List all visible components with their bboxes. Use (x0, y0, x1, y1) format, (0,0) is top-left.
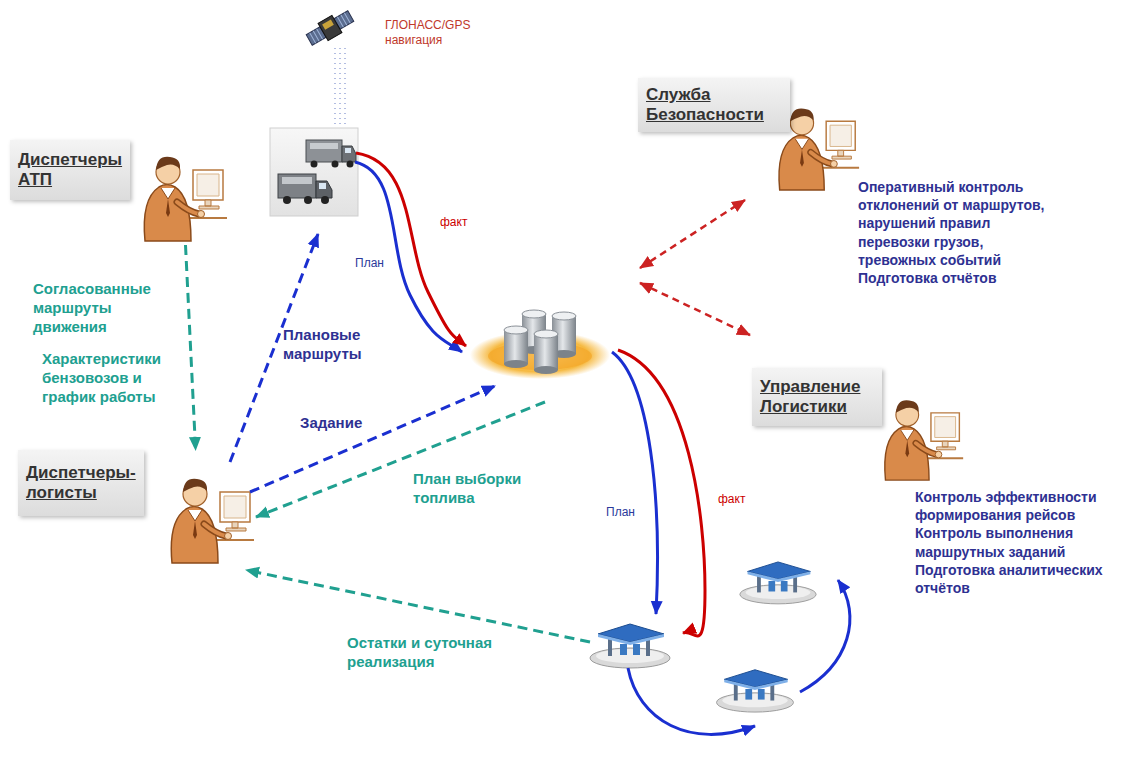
flow-arrow (628, 668, 755, 734)
satellite-icon (304, 7, 356, 48)
role-heading: Управление Логистики (752, 368, 882, 426)
flow-arrow (356, 153, 466, 346)
person-icon (885, 400, 963, 480)
database-icon (470, 331, 610, 379)
gas-station-icon (717, 670, 794, 712)
flow-arrow (230, 153, 850, 734)
flow-arrow (246, 570, 590, 642)
person-icon (779, 108, 859, 190)
truck-icon (278, 174, 316, 198)
role-duties: Оперативный контроль отклонений от маршр… (858, 178, 1050, 287)
flow-label: Остатки и суточная реализация (347, 634, 522, 672)
satellite-icon (304, 7, 356, 48)
database-icon (470, 310, 610, 379)
flow-arrow (800, 580, 850, 692)
flow-label: факт (440, 215, 480, 230)
truck-icon (345, 148, 351, 153)
flow-label: План (355, 256, 395, 271)
truck-icon (316, 181, 332, 198)
role-heading: Диспетчеры АТП (10, 140, 130, 200)
truck-icon (270, 128, 358, 216)
satellite-icon (318, 15, 342, 40)
truck-icon (283, 196, 291, 204)
person-node: Служба БезопасностиОперативный контроль … (638, 78, 1058, 328)
satellite-icon (310, 13, 351, 43)
flow-label: Плановые маршруты (283, 326, 378, 364)
signal-dots (339, 48, 341, 128)
person-icon (171, 479, 254, 563)
gas-station-icon (590, 624, 670, 668)
truck-icon (332, 161, 339, 168)
flow-arrow (640, 283, 750, 335)
flow-label: План (606, 505, 646, 520)
flow-connector (186, 245, 196, 450)
truck-icon (310, 143, 338, 149)
truck-icon (347, 161, 354, 168)
database-icon (534, 330, 558, 338)
signal-dots (334, 48, 336, 128)
database-icon (504, 326, 528, 334)
database-icon (534, 366, 558, 374)
flow-label: Задание (300, 414, 390, 433)
flow-arrow (612, 352, 657, 614)
flow-arrow (256, 402, 545, 517)
truck-icon (319, 183, 326, 189)
role-heading: Диспетчеры-логисты (18, 450, 144, 516)
database-icon (504, 330, 528, 364)
truck-icon (270, 128, 358, 216)
truck-icon (304, 196, 312, 204)
person-icon (144, 108, 963, 563)
person-node: Управление ЛогистикиКонтроль эффективнос… (752, 368, 1117, 643)
truck-icon (321, 196, 329, 204)
person-icon (144, 157, 227, 241)
database-icon (522, 310, 546, 318)
role-heading: Служба Безопасности (638, 78, 790, 132)
flow-label: факт (718, 492, 758, 507)
satellite-icon (322, 19, 334, 29)
flow-label: Характеристики бензовозов и график работ… (42, 350, 187, 406)
flow-arrow (640, 200, 745, 268)
truck-icon (311, 161, 318, 168)
truck-icon (282, 177, 312, 184)
database-icon (552, 312, 576, 320)
flow-arrow (618, 350, 705, 636)
database-icon (534, 334, 558, 370)
person-node: Диспетчеры-логисты (18, 450, 258, 565)
edge-label: Согласованные маршруты движения (33, 280, 168, 336)
database-icon (504, 310, 576, 374)
role-duties: Контроль эффективности формирования рейс… (915, 488, 1115, 597)
truck-icon (306, 140, 342, 162)
gas-station-icon (740, 562, 816, 604)
flow-label: ГЛОНАСС/GPS навигация (385, 18, 480, 48)
flow-label: План выборки топлива (413, 470, 538, 508)
truck-icon (342, 146, 356, 162)
person-node: Диспетчеры АТП (10, 140, 235, 245)
database-icon (504, 360, 528, 368)
gas-station-icon (590, 562, 816, 712)
signal-dots (335, 48, 345, 128)
signal-dots (344, 48, 346, 128)
